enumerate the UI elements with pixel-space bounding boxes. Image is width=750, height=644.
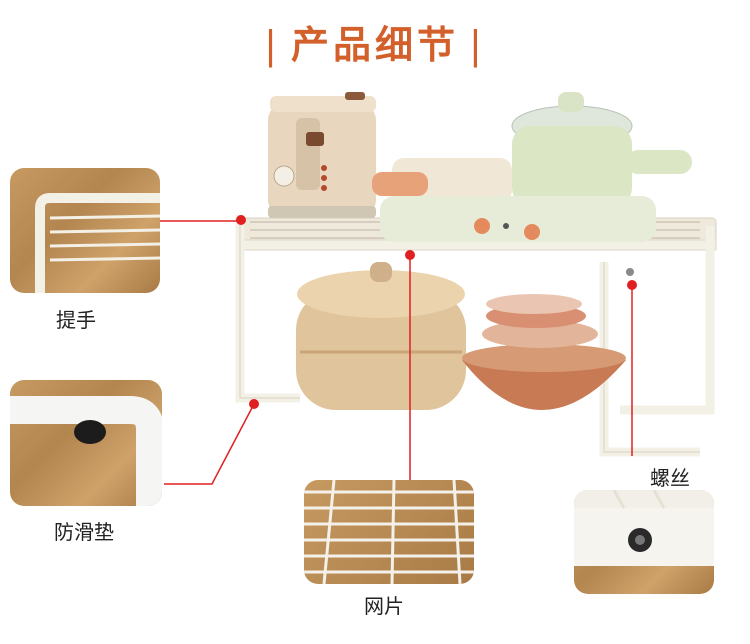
cooking-pot [511,92,692,206]
title-bar-right: | [469,23,486,67]
callout-lines [160,220,633,485]
breakfast-machine [372,158,656,242]
page-title: |产品细节| [0,14,750,69]
thumb-pad [10,380,162,506]
toaster [268,92,376,218]
label-screw: 螺丝 [650,466,690,490]
thumb-mesh [304,480,474,584]
clay-pot [296,262,466,410]
thumb-screw [574,490,714,594]
callout-dots [236,215,637,409]
label-mesh: 网片 [364,594,404,618]
title-bar-left: | [264,23,281,67]
title-text: 产品细节 [290,23,459,67]
thumb-handle [10,168,160,293]
label-handle: 提手 [56,308,96,332]
bowl-stack [462,294,626,410]
label-pad: 防滑垫 [54,520,114,544]
